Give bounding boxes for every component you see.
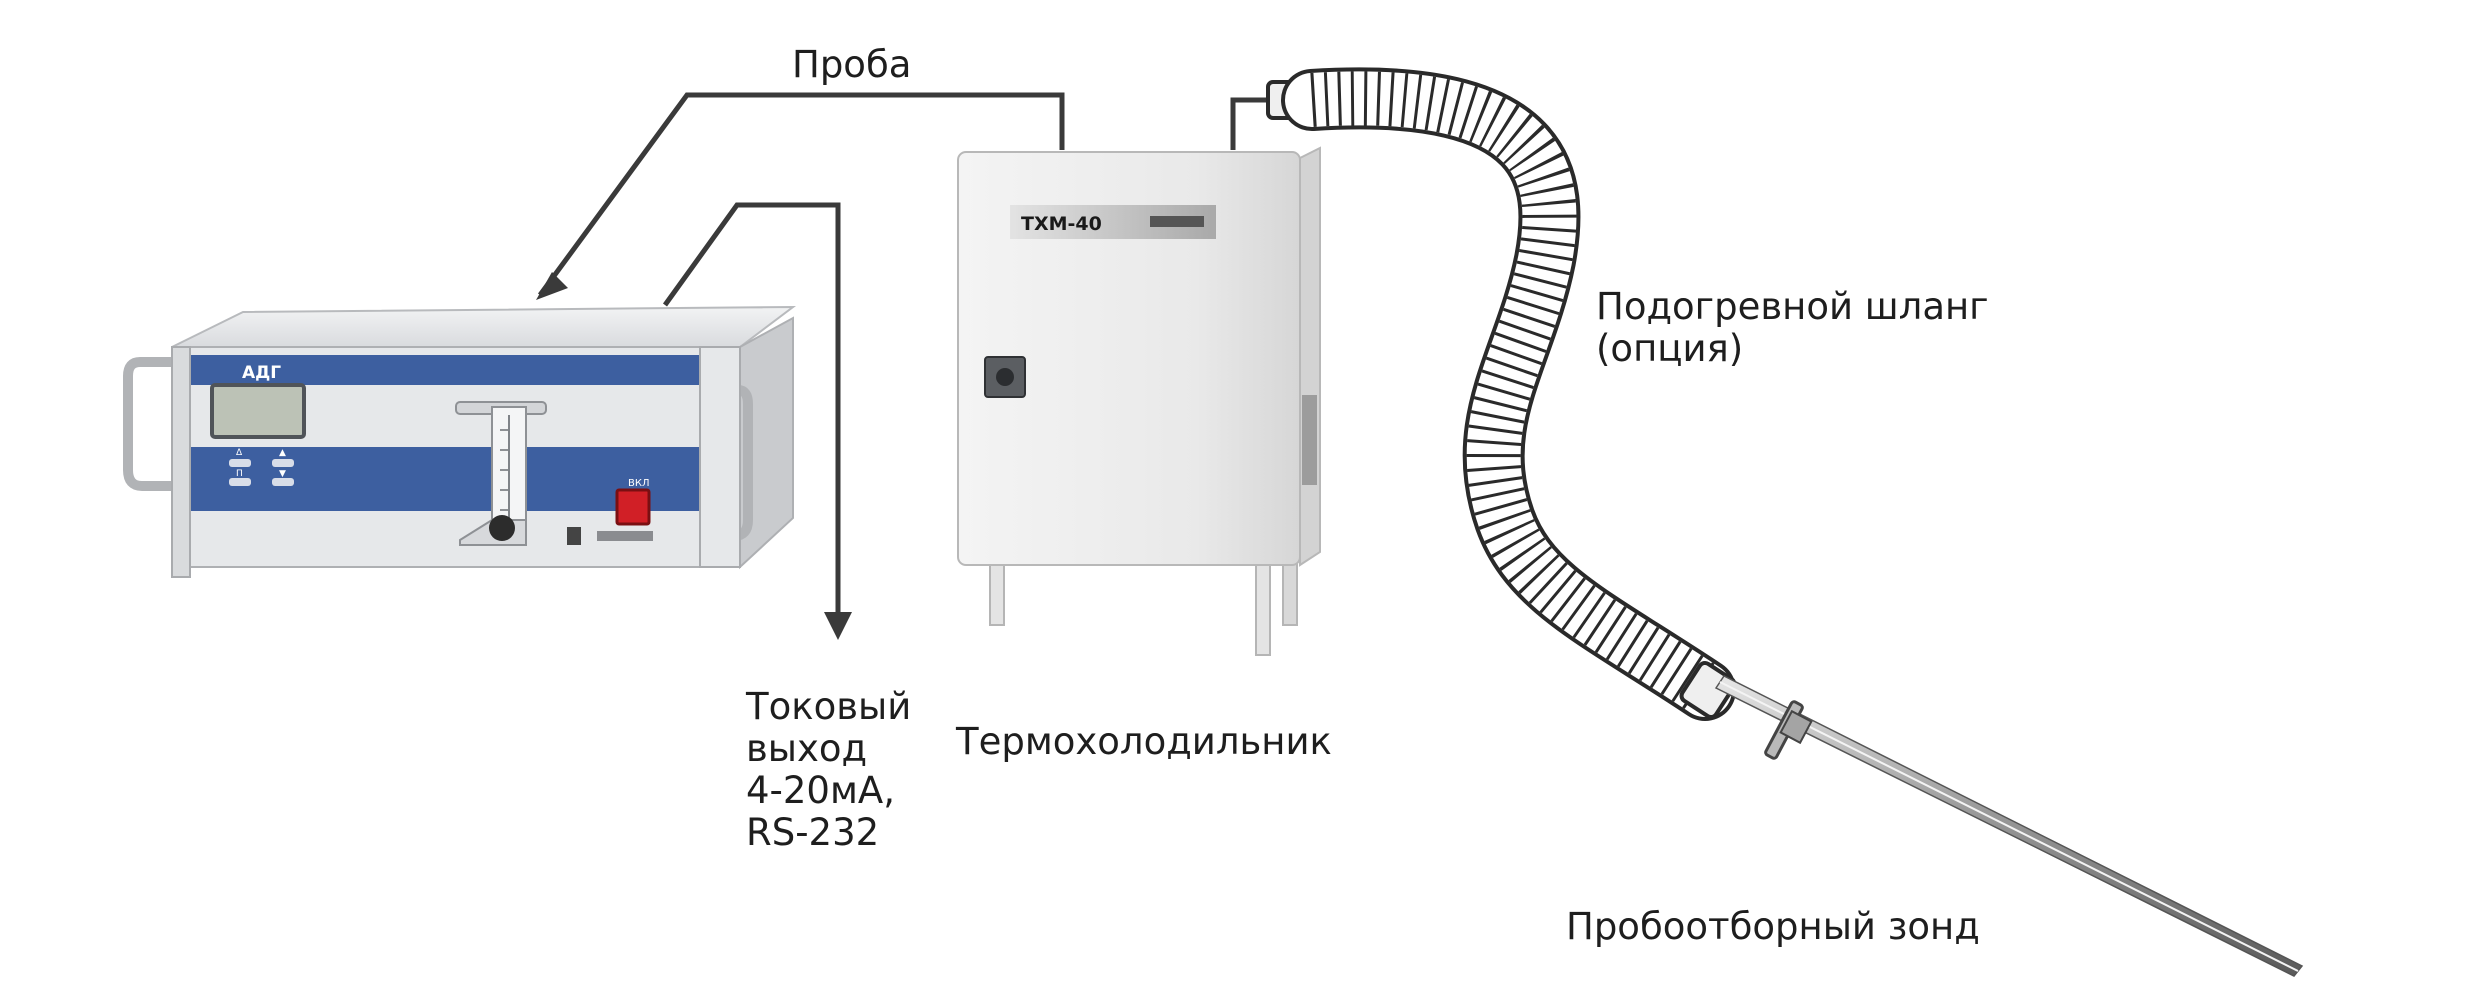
probe-label: Пробоотборный зонд bbox=[1566, 906, 1980, 948]
keypad-key[interactable] bbox=[229, 459, 251, 467]
thermo-chiller-unit: ТХМ-40 bbox=[958, 148, 1320, 655]
power-switch-label: ВКЛ bbox=[628, 478, 649, 489]
current-output-arrowhead bbox=[824, 612, 852, 640]
heated-hose-label: Подогревной шланг (опция) bbox=[1596, 286, 1989, 370]
analyzer-brand: АДГ bbox=[242, 363, 281, 383]
keypad-label: ▲ bbox=[279, 448, 286, 458]
current-output-line-2: выход bbox=[746, 728, 911, 770]
hose-connector-line bbox=[1233, 100, 1268, 150]
heated-hose-line-1: Подогревной шланг bbox=[1596, 286, 1989, 328]
sample-label: Проба bbox=[792, 44, 911, 86]
hose-corrugation bbox=[1312, 98, 1705, 690]
current-output-line-3: 4-20мА, bbox=[746, 770, 911, 812]
keypad-label: П bbox=[236, 469, 243, 479]
power-switch[interactable] bbox=[617, 490, 649, 524]
flow-valve-knob[interactable] bbox=[489, 515, 515, 541]
side-vent bbox=[1302, 395, 1317, 485]
chiller-label: Термохолодильник bbox=[956, 721, 1332, 763]
keypad-key[interactable] bbox=[272, 478, 294, 486]
keypad-key[interactable] bbox=[229, 478, 251, 486]
current-output-line-1: Токовый bbox=[746, 686, 911, 728]
keypad-label: Δ bbox=[236, 448, 243, 458]
heated-hose-line-2: (опция) bbox=[1596, 328, 1989, 370]
left-handle bbox=[128, 362, 172, 486]
chiller-logo bbox=[1150, 216, 1204, 227]
gas-analyzer-device: АДГ Δ ▲ П ▼ ВКЛ bbox=[128, 307, 793, 577]
manufacturer-logo bbox=[597, 531, 653, 541]
sample-arrowhead bbox=[536, 272, 568, 300]
keypad-key[interactable] bbox=[272, 459, 294, 467]
current-output-line-4: RS-232 bbox=[746, 812, 911, 854]
keypad-label: ▼ bbox=[279, 469, 286, 479]
heated-hose bbox=[1268, 82, 1737, 719]
analyzer-display bbox=[212, 385, 304, 437]
chiller-model: ТХМ-40 bbox=[1021, 213, 1102, 235]
qr-sticker bbox=[567, 527, 581, 545]
current-output-label: Токовый выход 4-20мА, RS-232 bbox=[746, 686, 911, 854]
